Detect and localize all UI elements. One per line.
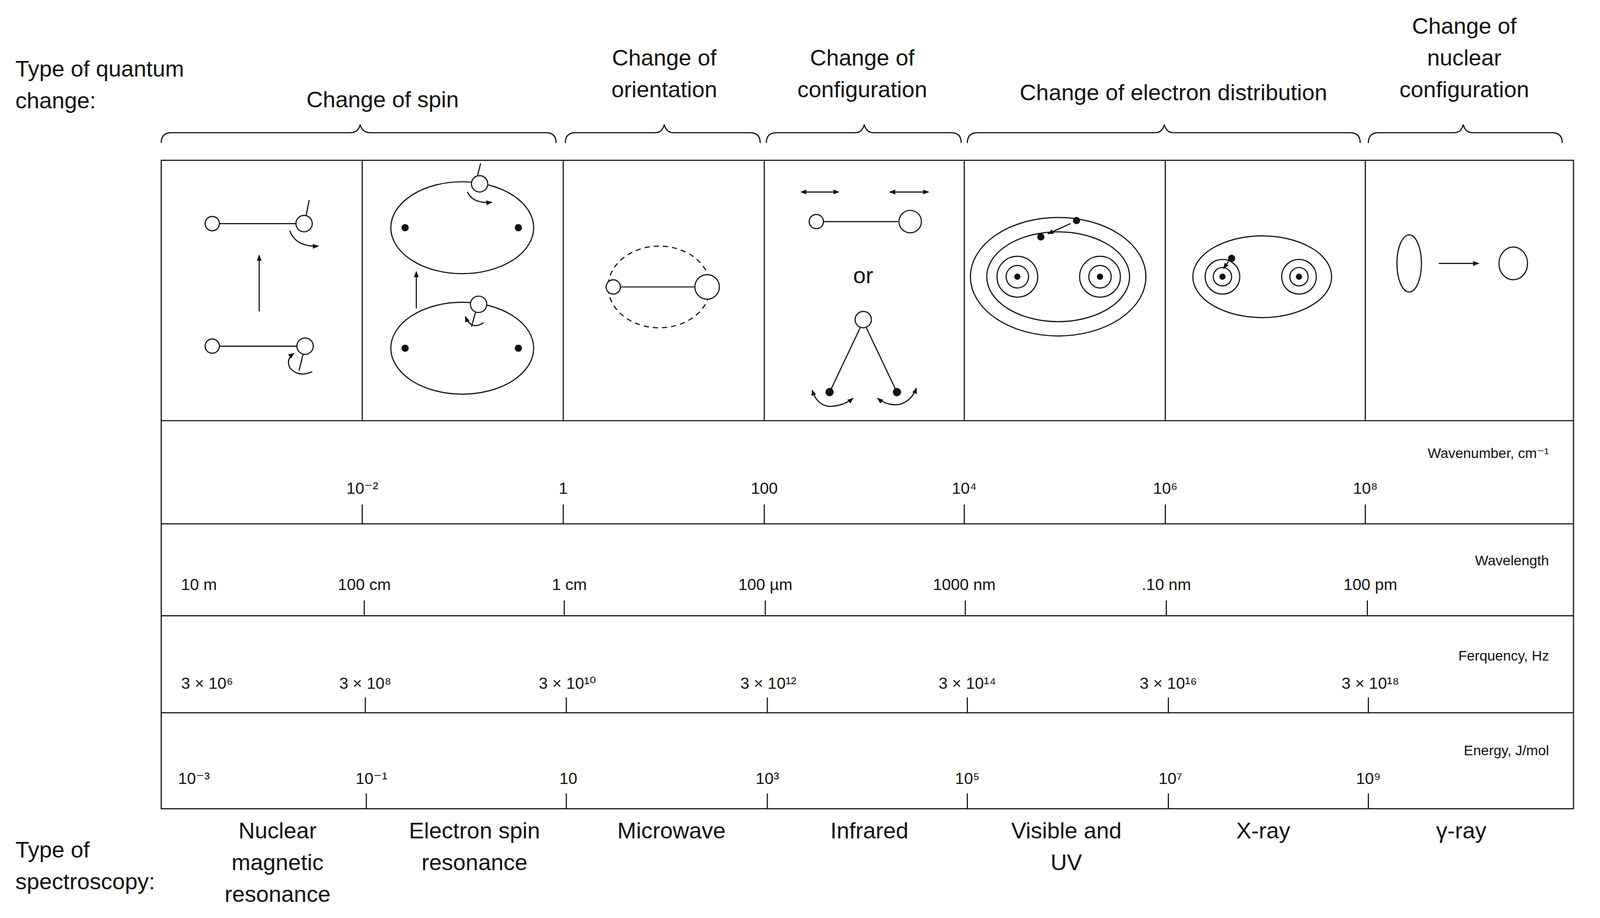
axis-title: Type of quantum change: [15,52,225,117]
tick-label: 10³ [755,768,780,788]
spectroscopy-name: Electron spin resonance [390,814,559,878]
scale-ticks [362,504,1369,809]
core-orbitals [1193,235,1333,318]
tick-label: 10⁻³ [177,768,210,788]
tick-label: 1000 nm [932,574,996,594]
tick-label: 100 pm [1343,574,1398,594]
nmr-sketch [204,199,319,374]
vibration-sketch [801,191,929,407]
spectroscopy-name: Nuclear magnetic resonance [203,814,352,910]
group-heading: Change of spin [219,83,546,116]
tick-label: 10⁹ [1355,768,1381,788]
spectroscopy-name: Infrared [777,814,962,847]
scale-band: Wavenumber, cm⁻¹ 10⁻² 1 100 10⁴ 10⁶ 10⁸ [161,420,1574,524]
group-heading: Change of orientation [587,41,741,106]
tick-label: 1 [559,478,569,498]
molecule-orbitals [970,217,1146,336]
tick-label: 10 m [181,574,218,594]
tick-label: 10⁻¹ [355,768,388,788]
tick-label: 3 × 10¹² [740,673,797,693]
tick-label: 1 cm [551,574,587,594]
scale-heading: Wavenumber, cm⁻¹ [1427,444,1550,462]
group-heading: Change of nuclear configuration [1379,10,1549,106]
spectroscopy-name: γ-ray [1369,814,1554,847]
nucleus-sketch [1397,234,1528,292]
tick-label: 10 [559,768,578,788]
tick-label: 10⁴ [951,478,977,498]
spectroscopy-name: Visible and UV [997,814,1136,878]
tick-label: 3 × 10¹⁸ [1341,673,1400,693]
tick-label: 100 cm [337,574,391,594]
tick-label: 10⁷ [1158,768,1182,788]
tick-label: 10⁶ [1152,478,1178,498]
scale-band: Energy, J/mol 10⁻³ 10⁻¹ 10 10³ 10⁵ 10⁷ 10⁹ [161,712,1574,808]
group-brace [161,124,1563,143]
spectroscopy-name: Microwave [579,814,764,847]
axis-title: Type of spectroscopy: [15,833,194,897]
tick-label: 10⁵ [954,768,980,788]
tick-label: 100 µm [738,574,793,594]
tick-label: 3 × 10¹⁰ [538,673,596,693]
scale-heading: Energy, J/mol [1464,741,1550,759]
tick-label: .10 nm [1141,574,1192,594]
group-heading: Change of configuration [770,41,955,106]
scale-band: Wavelength 10 m 100 cm 1 cm 100 µm 1000 nm .10… [161,523,1574,615]
rotor-sketch [606,245,720,328]
tick-label: 10⁸ [1352,478,1378,498]
tick-label: 100 [750,478,778,498]
scale-heading: Ferquency, Hz [1458,647,1550,665]
tick-label: 10⁻² [346,478,379,498]
esr-sketch [390,163,534,394]
spectroscopy-name: X-ray [1171,814,1356,847]
chart-frame [161,160,1574,809]
scale-band: Ferquency, Hz 3 × 10⁶ 3 × 10⁸ 3 × 10¹⁰ 3 × 1… [161,615,1574,713]
group-heading: Change of electron distribution [969,76,1378,109]
tick-label: 3 × 10¹⁴ [938,673,997,693]
connective-word: or [843,259,884,292]
tick-label: 3 × 10⁸ [339,673,392,693]
scale-heading: Wavelength [1475,551,1550,570]
tick-label: 3 × 10⁶ [181,673,234,693]
tick-label: 3 × 10¹⁶ [1139,673,1198,693]
